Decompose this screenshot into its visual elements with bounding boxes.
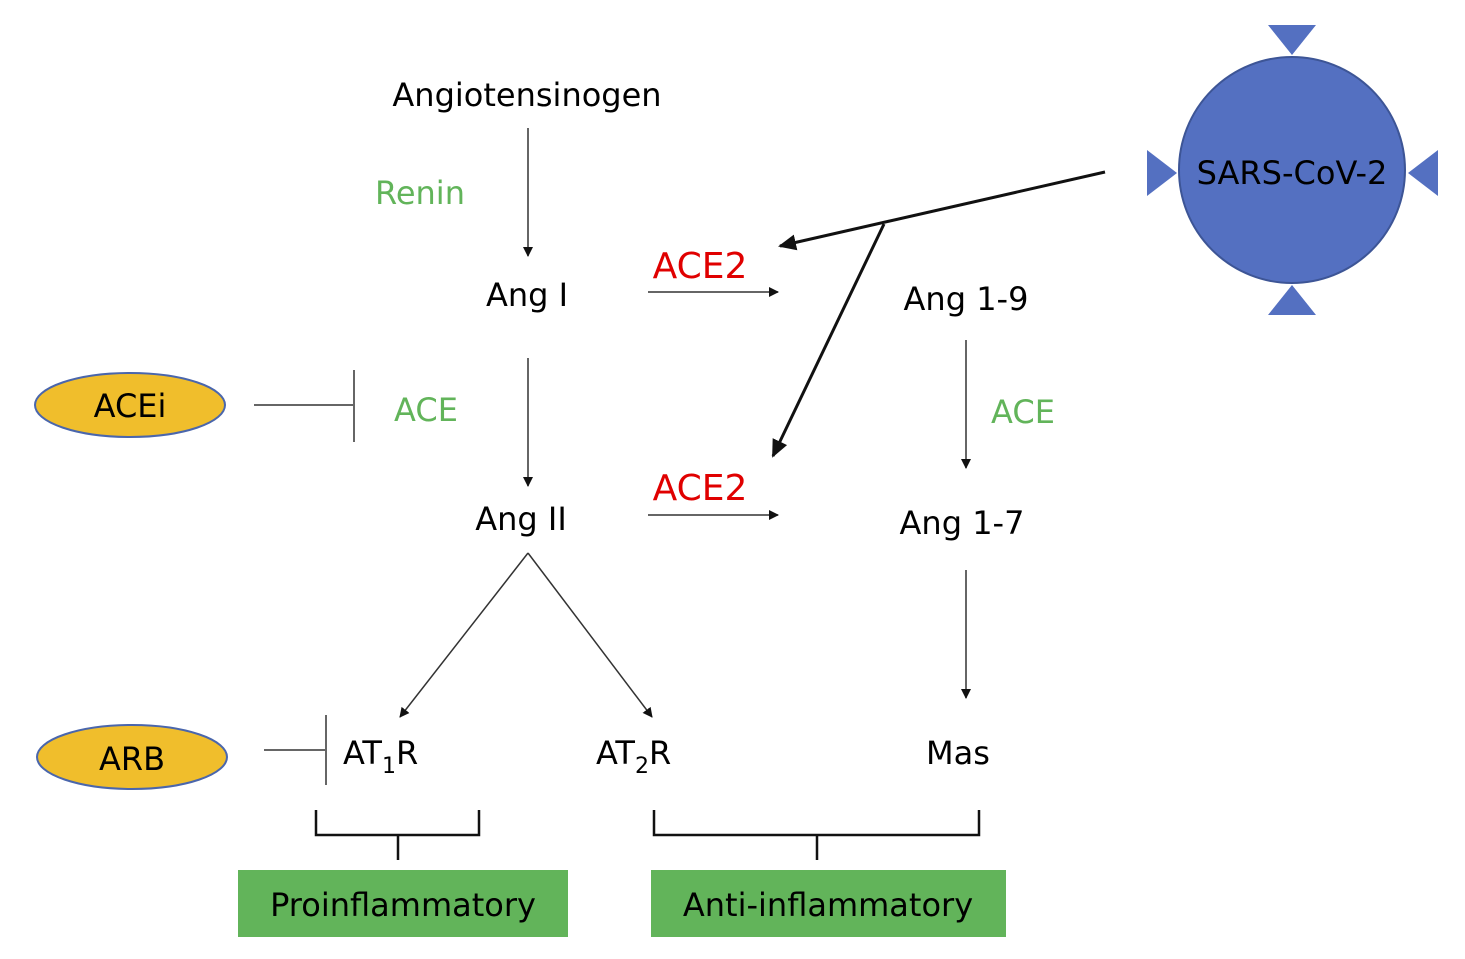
brace-anti-inflammatory <box>652 810 981 860</box>
arrow-ang2-to-at1r <box>399 552 529 718</box>
acei-ellipse <box>34 372 226 438</box>
acei-inhibition-line <box>254 370 355 442</box>
ace-right-label: ACE <box>991 393 1055 431</box>
angiotensinogen-label: Angiotensinogen <box>392 76 661 114</box>
acei-label: ACEi <box>94 387 167 425</box>
mas-label: Mas <box>926 734 990 772</box>
arrow-ang2-to-at2r <box>527 552 653 718</box>
virus-to-ace2-bottom-arrow <box>771 223 886 458</box>
ang19-label: Ang 1-9 <box>904 280 1029 318</box>
proinflammatory-box <box>238 870 568 937</box>
ang2-label: Ang II <box>475 500 567 538</box>
arb-inhibition-line <box>264 715 327 785</box>
anti-inflammatory-box <box>651 870 1006 937</box>
anti-inflammatory-label: Anti-inflammatory <box>683 886 973 924</box>
ace2-bottom-label: ACE2 <box>653 468 748 509</box>
virus-to-ace2-top-arrow <box>778 170 1106 251</box>
proinflammatory-label: Proinflammatory <box>270 886 536 924</box>
virus-body <box>1178 56 1406 284</box>
ang1-label: Ang I <box>486 276 568 314</box>
at2r-label: AT2R <box>596 734 671 779</box>
brace-proinflammatory <box>314 810 481 860</box>
spike-left-icon <box>1147 150 1177 196</box>
arb-label: ARB <box>99 740 165 778</box>
ace-left-label: ACE <box>394 391 458 429</box>
ace2-top-label: ACE2 <box>653 246 748 287</box>
spike-bottom-icon <box>1268 285 1316 315</box>
spike-right-icon <box>1408 150 1438 196</box>
renin-label: Renin <box>375 174 465 212</box>
ang17-label: Ang 1-7 <box>900 504 1025 542</box>
at1r-label: AT1R <box>343 734 418 779</box>
arb-ellipse <box>36 724 228 790</box>
sars-cov-2-virus: SARS-CoV-2 <box>1147 25 1438 315</box>
spike-top-icon <box>1268 25 1316 55</box>
virus-label: SARS-CoV-2 <box>1197 154 1388 192</box>
